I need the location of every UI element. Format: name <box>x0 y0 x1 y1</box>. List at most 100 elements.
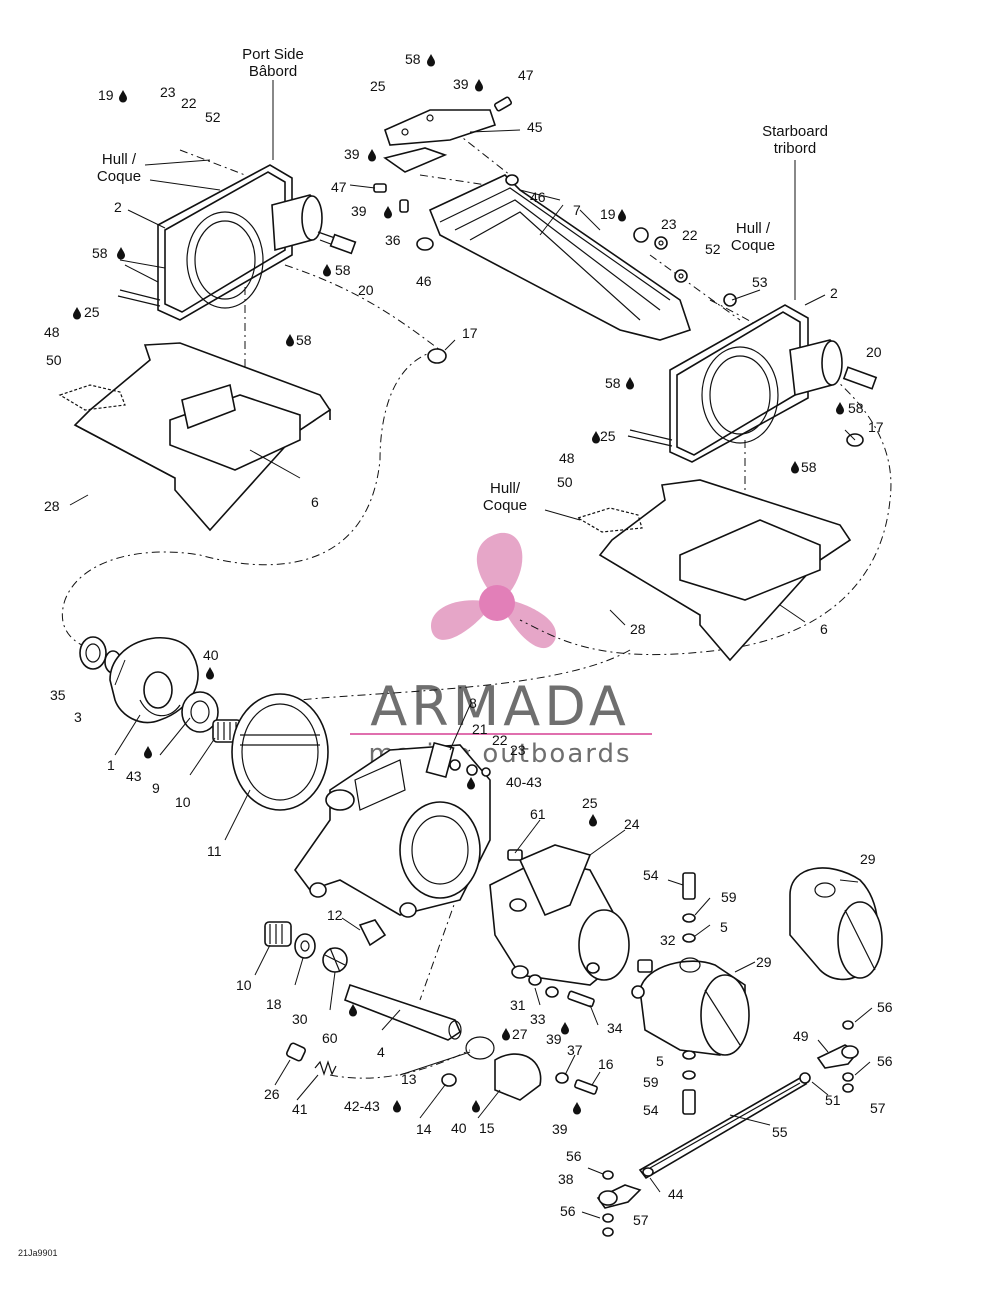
impeller-1 <box>109 636 199 724</box>
callout: 46 <box>530 189 546 205</box>
propeller-blade-right <box>505 600 556 649</box>
nozzle-29-left <box>631 957 750 1056</box>
callout: 61 <box>530 806 546 822</box>
callout: 44 <box>668 1186 684 1202</box>
venturi-24 <box>489 844 630 986</box>
fitting-32 <box>637 959 653 973</box>
shaft-4 <box>344 983 462 1041</box>
callout: 60 <box>322 1030 338 1046</box>
callout: 13 <box>401 1071 417 1087</box>
callout: 53 <box>752 274 768 290</box>
bearing-9 <box>181 691 219 733</box>
callout: 58 <box>335 262 351 278</box>
callout: 20 <box>866 344 882 360</box>
callout: 16 <box>598 1056 614 1072</box>
callout: 31 <box>510 997 526 1013</box>
upper-bracket-39 <box>383 147 448 173</box>
callout: 56 <box>877 1053 893 1069</box>
cap-15 <box>494 1053 542 1101</box>
port-ride-plate <box>58 342 332 532</box>
callout: 48 <box>559 450 575 466</box>
ball-joint-38 <box>596 1167 654 1237</box>
ball-joint-49 <box>799 1020 860 1093</box>
nut-14 <box>441 1073 457 1087</box>
fasteners-31-34 <box>528 974 595 1008</box>
callout: 10 <box>175 794 191 810</box>
callout: 15 <box>479 1120 495 1136</box>
callout: 2 <box>830 285 838 301</box>
callout: 56 <box>560 1203 576 1219</box>
callout: 47 <box>518 67 534 83</box>
callout: 28 <box>630 621 646 637</box>
hull-left-label-fr: Coque <box>97 168 141 185</box>
callout: 25 <box>582 795 598 811</box>
callout: 24 <box>624 816 640 832</box>
upper-bracket-45 <box>384 109 497 146</box>
callout: 39 <box>351 203 367 219</box>
callout: 27 <box>512 1026 528 1042</box>
port-side-label: Port Side <box>242 46 304 63</box>
callout: 25 <box>370 78 386 94</box>
callout: 42-43 <box>344 1098 380 1114</box>
callout: 22 <box>492 732 508 748</box>
propeller-blade-left <box>430 600 490 640</box>
callout: 1 <box>107 757 115 773</box>
callout: 41 <box>292 1101 308 1117</box>
callout: 54 <box>643 1102 659 1118</box>
callout: 9 <box>152 780 160 796</box>
guide-rail-7 <box>416 174 692 341</box>
nozzle-29-right <box>789 867 883 981</box>
callout: 58 <box>405 51 421 67</box>
callout: 36 <box>385 232 401 248</box>
callout: 57 <box>633 1212 649 1228</box>
callout: 21 <box>472 721 488 737</box>
callout: 4 <box>377 1044 385 1060</box>
propeller-blade-top <box>476 532 523 598</box>
reference-code: 21Ja9901 <box>18 1248 58 1258</box>
port-bracket-assembly <box>117 164 357 321</box>
callout: 55 <box>772 1124 788 1140</box>
callout: 37 <box>567 1042 583 1058</box>
callout: 48 <box>44 324 60 340</box>
callout: 30 <box>292 1011 308 1027</box>
bolt-26 <box>285 1042 307 1062</box>
callout: 5 <box>656 1053 664 1069</box>
callout: 51 <box>825 1092 841 1108</box>
callout: 39 <box>453 76 469 92</box>
callout: 47 <box>331 179 347 195</box>
callout: 52 <box>205 109 221 125</box>
callout: 23 <box>661 216 677 232</box>
nozzle-bolts-54-59-5 <box>682 872 696 1115</box>
callout: 32 <box>660 932 676 948</box>
callout: 7 <box>573 202 581 218</box>
starboard-washers <box>633 227 737 307</box>
callout: 26 <box>264 1086 280 1102</box>
callout: 57 <box>870 1100 886 1116</box>
callout: 2 <box>114 199 122 215</box>
callout: 39 <box>546 1031 562 1047</box>
callout: 28 <box>44 498 60 514</box>
callout: 6 <box>820 621 828 637</box>
callout: 5 <box>720 919 728 935</box>
callout: 19 <box>98 87 114 103</box>
callout: 17 <box>868 419 884 435</box>
watermark-logo <box>430 532 556 649</box>
callout: 25 <box>600 428 616 444</box>
callout: 39 <box>552 1121 568 1137</box>
port-side-label-fr: Bâbord <box>249 63 297 80</box>
callout: 10 <box>236 977 252 993</box>
callout: 29 <box>756 954 772 970</box>
callout: 59 <box>643 1074 659 1090</box>
starboard-label-fr: tribord <box>774 140 817 157</box>
callout: 40 <box>451 1120 467 1136</box>
coupler-30 <box>322 947 348 973</box>
callout: 6 <box>311 494 319 510</box>
bolt-47-lower <box>373 183 387 193</box>
callout: 52 <box>705 241 721 257</box>
callout: 23 <box>160 84 176 100</box>
callout: 22 <box>682 227 698 243</box>
callout: 19 <box>600 206 616 222</box>
callout: 3 <box>74 709 82 725</box>
callout: 58 <box>848 400 864 416</box>
callout: 46 <box>416 273 432 289</box>
